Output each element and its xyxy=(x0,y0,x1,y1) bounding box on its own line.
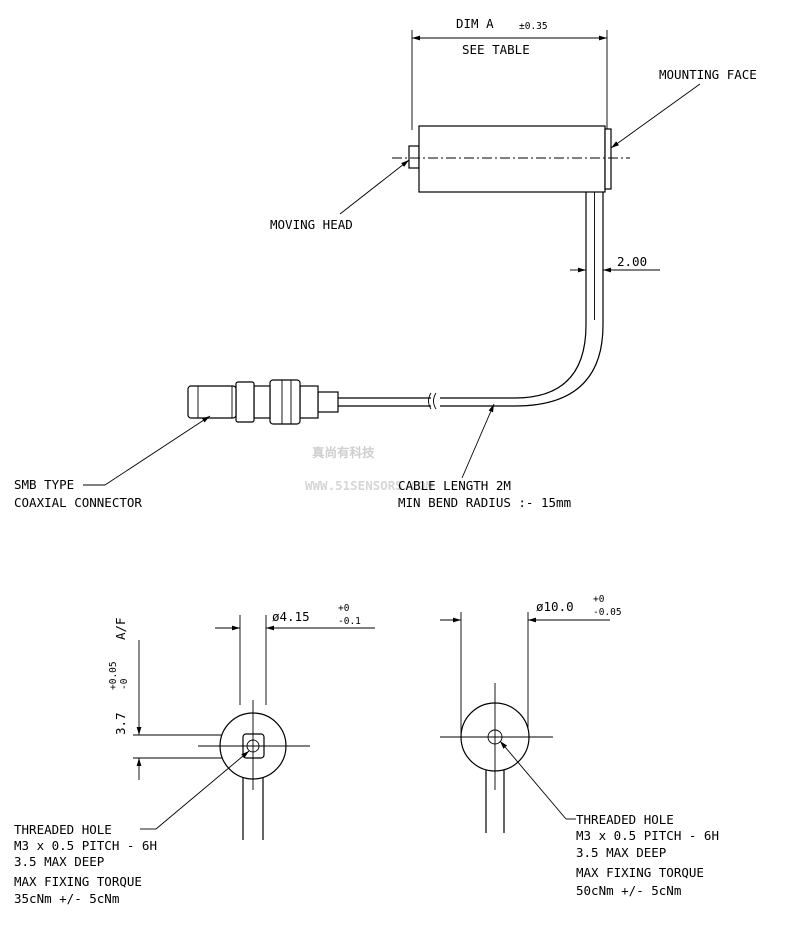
left-note-2: M3 x 0.5 PITCH - 6H xyxy=(14,838,157,853)
smb-label-line1: SMB TYPE xyxy=(14,477,74,492)
dim-a-label: DIM A xyxy=(456,16,494,31)
left-dia-label: ø4.15 xyxy=(272,609,310,624)
top-view: DIM A ±0.35 SEE TABLE MOUNTING FACE MOVI… xyxy=(14,16,757,510)
left-note-3: 3.5 MAX DEEP xyxy=(14,854,104,869)
right-dia-tol-lower: -0.05 xyxy=(593,607,622,618)
left-hole-leader xyxy=(155,750,250,830)
smb-label-line2: COAXIAL CONNECTOR xyxy=(14,495,142,510)
sensor-body xyxy=(392,125,630,193)
right-note-1: THREADED HOLE xyxy=(576,812,674,827)
right-note-2: M3 x 0.5 PITCH - 6H xyxy=(576,828,719,843)
left-note-1: THREADED HOLE xyxy=(14,822,112,837)
watermark-cn: 真尚有科技 xyxy=(312,445,375,460)
left-dia-tol-lower: -0.1 xyxy=(338,616,361,627)
cable-diameter-dim: 2.00 xyxy=(617,254,647,269)
mounting-face-leader xyxy=(610,83,701,149)
moving-head-leader xyxy=(339,159,410,215)
right-note-4: MAX FIXING TORQUE xyxy=(576,865,704,880)
left-end-view: ø4.15 +0 -0.1 3.7 +0.05 -0 A/F THREADED … xyxy=(14,603,375,906)
right-note-5: 50cNm +/- 5cNm xyxy=(576,883,681,898)
right-hole-leader xyxy=(499,740,567,820)
see-table-label: SEE TABLE xyxy=(462,42,530,57)
right-end-view: ø10.0 +0 -0.05 THREADED HOLE M3 x 0.5 PI… xyxy=(440,594,719,898)
dim-a-tolerance: ±0.35 xyxy=(519,21,548,32)
cable-leader xyxy=(461,403,495,479)
cable-vertical: 2.00 xyxy=(570,192,660,325)
left-af-value: 3.7 xyxy=(113,712,128,735)
right-dia-tol-upper: +0 xyxy=(593,594,605,605)
mounting-face-label: MOUNTING FACE xyxy=(659,67,757,82)
right-dia-label: ø10.0 xyxy=(536,599,574,614)
left-note-4: MAX FIXING TORQUE xyxy=(14,874,142,889)
right-note-3: 3.5 MAX DEEP xyxy=(576,845,666,860)
left-af-label: A/F xyxy=(113,617,128,640)
cable-label-line2: MIN BEND RADIUS :- 15mm xyxy=(398,495,571,510)
dim-a-dimension: DIM A ±0.35 SEE TABLE xyxy=(411,16,608,130)
moving-head-label: MOVING HEAD xyxy=(270,217,353,232)
left-dia-tol-upper: +0 xyxy=(338,603,350,614)
left-af-tol-upper: +0.05 xyxy=(108,661,119,690)
cable-label-line1: CABLE LENGTH 2M xyxy=(398,478,511,493)
watermark-url: WWW.51SENSORS.COM xyxy=(305,478,433,493)
smb-connector xyxy=(187,379,339,425)
cable-bend xyxy=(338,324,604,410)
left-af-tol-lower: -0 xyxy=(119,678,130,690)
left-note-5: 35cNm +/- 5cNm xyxy=(14,891,119,906)
smb-leader xyxy=(104,415,211,486)
